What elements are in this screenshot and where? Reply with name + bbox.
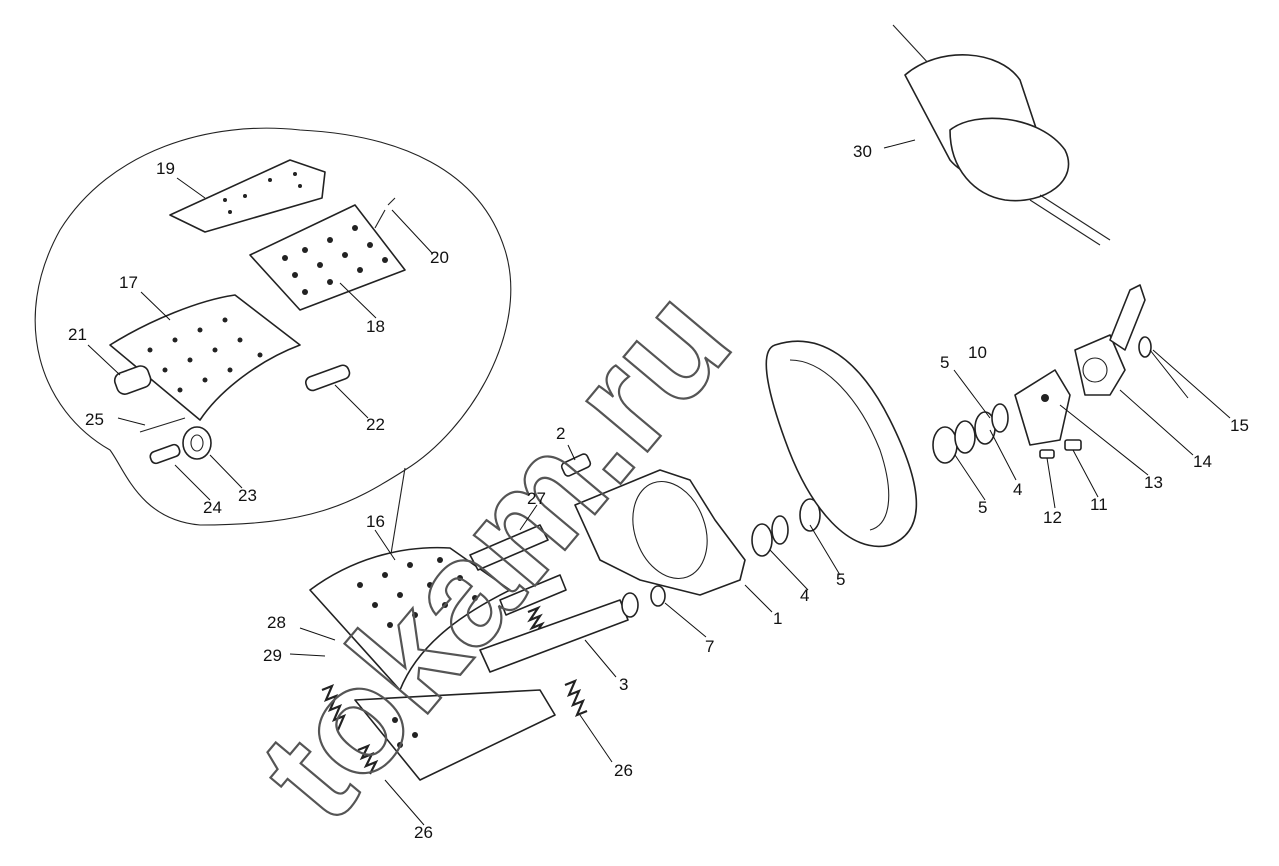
inset-callout-outline xyxy=(34,127,512,526)
label-21: 21 xyxy=(68,325,87,344)
label-18: 18 xyxy=(366,317,385,336)
label-19: 19 xyxy=(156,159,175,178)
part-18-lining xyxy=(249,204,406,311)
label-27: 27 xyxy=(527,489,546,508)
label-17: 17 xyxy=(119,273,138,292)
part-1-spider xyxy=(574,469,746,596)
part-26-spring-right xyxy=(564,678,588,718)
part-10-slack-adjuster xyxy=(1014,369,1071,446)
label-13: 13 xyxy=(1144,473,1163,492)
label-29: 29 xyxy=(263,646,282,665)
part-15-pin xyxy=(1138,336,1152,358)
label-4-right: 4 xyxy=(1013,480,1022,499)
label-7: 7 xyxy=(705,637,714,656)
dust-shield xyxy=(765,340,918,548)
part-24-axle xyxy=(149,443,181,465)
label-30: 30 xyxy=(853,142,872,161)
part-2-bolt xyxy=(560,453,592,477)
label-20: 20 xyxy=(430,248,449,267)
part-4-5-seals-center xyxy=(751,498,821,557)
part-30-brake-chamber xyxy=(892,24,1111,246)
label-26-bottom: 26 xyxy=(414,823,433,842)
part-3-camshaft xyxy=(479,592,639,673)
label-5-right-top: 5 xyxy=(940,353,949,372)
label-28: 28 xyxy=(267,613,286,632)
part-26-spring-left xyxy=(321,683,347,731)
label-3: 3 xyxy=(619,675,628,694)
brake-shoe-assembly-16 xyxy=(309,546,556,781)
part-14-housing xyxy=(1074,334,1126,396)
part-19-plate xyxy=(169,159,326,233)
part-21-bushing xyxy=(113,365,152,395)
part-15-clevis xyxy=(1109,284,1146,351)
part-27-anchor-pins xyxy=(469,524,567,616)
label-5-center: 5 xyxy=(836,570,845,589)
label-11: 11 xyxy=(1090,495,1108,514)
label-26-right: 26 xyxy=(614,761,633,780)
label-24: 24 xyxy=(203,498,222,517)
part-7-washer xyxy=(650,585,666,607)
label-23: 23 xyxy=(238,486,257,505)
label-16: 16 xyxy=(366,512,385,531)
part-11-12-fasteners xyxy=(1039,439,1082,459)
label-12: 12 xyxy=(1043,508,1062,527)
part-4-5-seals-right xyxy=(932,403,1009,464)
label-5-right-bottom: 5 xyxy=(978,498,987,517)
part-22-pin xyxy=(305,364,351,392)
label-14: 14 xyxy=(1193,452,1212,471)
label-10: 10 xyxy=(968,343,987,362)
part-23-roller xyxy=(182,426,212,460)
label-15: 15 xyxy=(1230,416,1249,435)
label-2: 2 xyxy=(556,424,565,443)
part-20-rivet xyxy=(374,197,396,229)
leader-lines xyxy=(87,139,1231,826)
label-22: 22 xyxy=(366,415,385,434)
part-26-spring-bottom xyxy=(357,743,379,775)
part-17-shoe-lining xyxy=(109,294,301,421)
part-25-screw xyxy=(139,417,186,433)
label-1: 1 xyxy=(773,609,782,628)
label-25: 25 xyxy=(85,410,104,429)
label-4-center: 4 xyxy=(800,586,809,605)
